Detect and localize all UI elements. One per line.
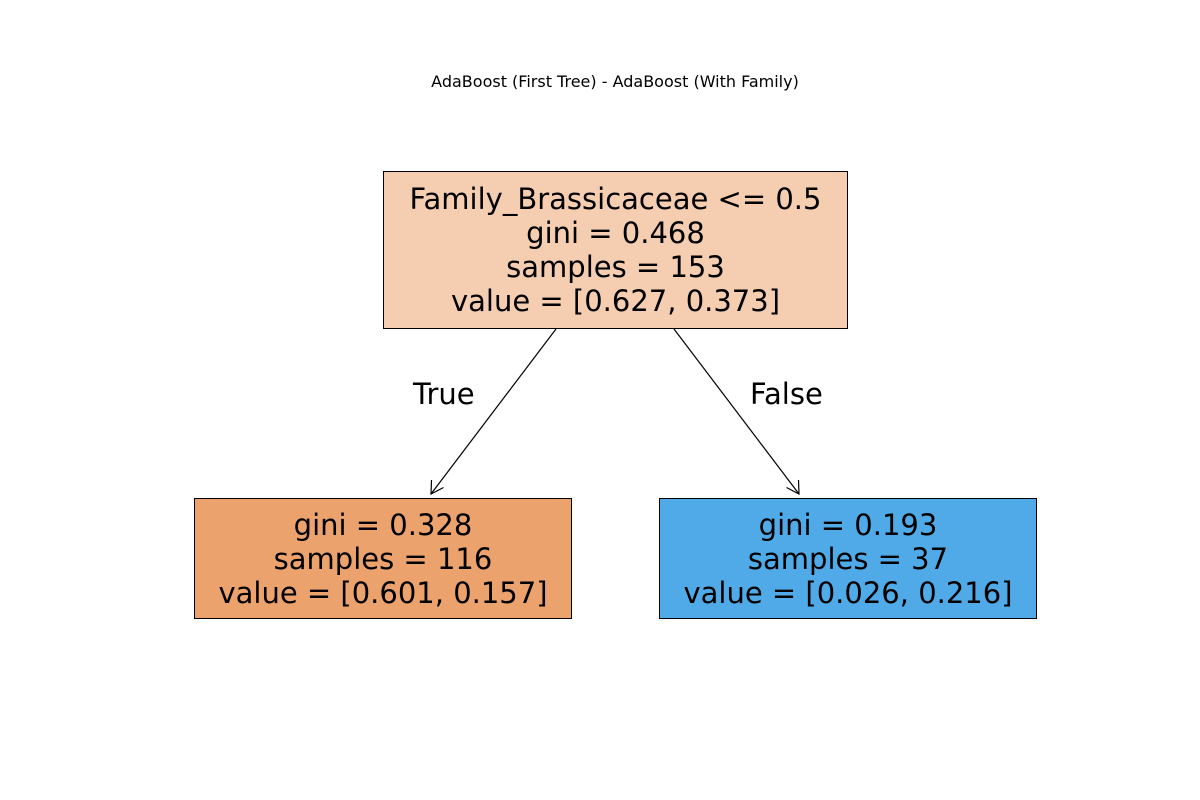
edge-false-arrowhead — [786, 479, 800, 496]
edge-label-true: True — [413, 377, 475, 411]
edge-false-line — [673, 328, 800, 495]
edge-true-line — [430, 328, 557, 495]
edge-true-arrowhead — [430, 479, 444, 496]
tree-node-left-leaf: gini = 0.328 samples = 116 value = [0.60… — [194, 498, 572, 619]
tree-node-root: Family_Brassicaceae <= 0.5 gini = 0.468 … — [383, 171, 848, 329]
node-value: value = [0.026, 0.216] — [683, 575, 1013, 610]
tree-node-right-leaf: gini = 0.193 samples = 37 value = [0.026… — [659, 498, 1037, 619]
node-value: value = [0.627, 0.373] — [450, 284, 781, 318]
figure-title: AdaBoost (First Tree) - AdaBoost (With F… — [431, 72, 799, 91]
node-samples: samples = 116 — [273, 541, 493, 576]
node-split-condition: Family_Brassicaceae <= 0.5 — [409, 182, 822, 216]
node-samples: samples = 153 — [506, 250, 725, 284]
node-gini: gini = 0.193 — [758, 507, 938, 542]
node-gini: gini = 0.328 — [293, 507, 473, 542]
edge-label-false: False — [750, 377, 823, 411]
node-gini: gini = 0.468 — [526, 216, 705, 250]
node-value: value = [0.601, 0.157] — [218, 575, 548, 610]
node-samples: samples = 37 — [747, 541, 949, 576]
